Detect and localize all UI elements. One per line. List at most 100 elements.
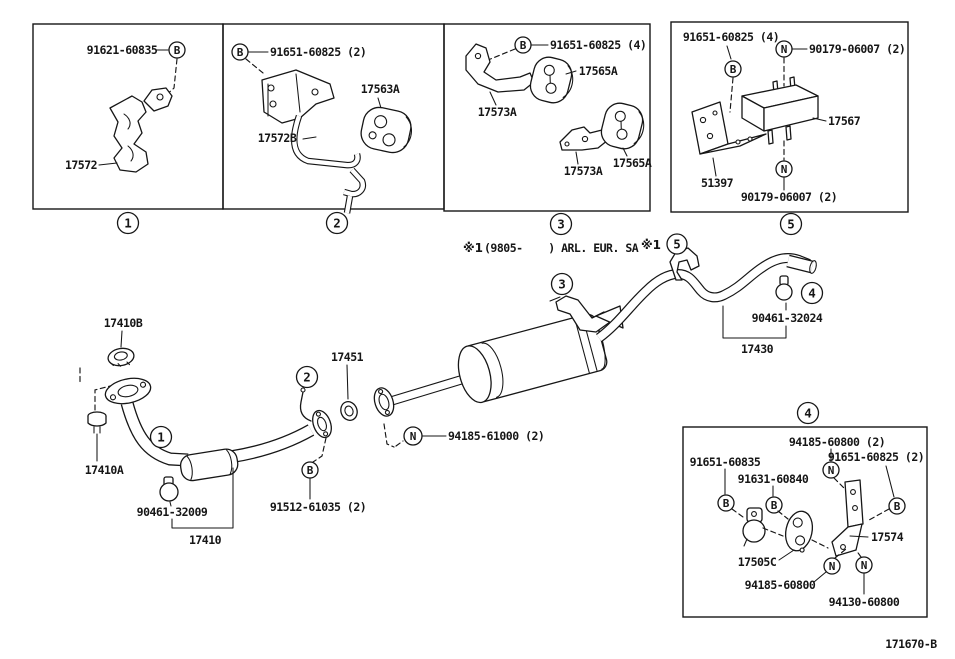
fastener-callout-n-upper: N [775,40,793,58]
front-flange [104,377,152,405]
inset-5-border [670,21,909,213]
svg-text:5: 5 [787,217,795,232]
part-number-17567: 17567 [828,114,861,128]
svg-text:N: N [828,464,835,477]
tailpipe-note-ref: ※1 5 [641,233,688,255]
leader-dash [731,508,744,518]
panel-1-number: 1 [116,211,140,235]
inset-panel-1: 91621-60835 B 17572 1 [32,23,224,235]
svg-text:5: 5 [673,237,681,252]
svg-text:B: B [307,464,314,477]
main-callout-4: 4 [800,281,824,305]
leader-dash [777,510,789,520]
main-assembly: 17410B 17410A 1 90461-32009 17410 2 [79,233,824,547]
part-number-91631-60840: 91631-60840 [738,472,809,486]
part-number-91651-60825-2: 91651-60825 (2) [270,45,366,59]
leader-dash [855,549,862,558]
part-number-94185-60800: 94185-60800 [745,578,816,592]
svg-text:B: B [723,497,730,510]
leader-dash [487,48,516,61]
fastener-callout-n-bottom-left: N [823,557,841,575]
note-text: (9805- ) ARL. EUR. SA [484,241,639,255]
inset-panel-5: 91651-60825 (4) B N 90179-06007 (2) 1756… [670,21,909,236]
main-callout-1: 1 [149,425,173,449]
clamp-piece-drawing [742,507,766,547]
gasket-17451-drawing [340,401,358,421]
bolt-17410a-drawing [87,411,107,434]
leader-dash [383,423,395,448]
part-number-90179-06007-upper: 90179-06007 (2) [809,42,905,56]
clamp-90461-32024-drawing [775,275,793,301]
drawing-code: 171670-B [885,637,937,651]
hanger-17565a-lower-drawing [600,102,645,150]
part-number-91621-60835: 91621-60835 [87,43,158,57]
svg-text:B: B [771,499,778,512]
part-number-17573a-upper: 17573A [478,105,517,119]
bracket-17573a-upper-drawing [465,43,535,93]
fastener-callout-n-top: N [822,461,840,479]
center-pipe-hanger-rod [299,387,312,422]
fastener-callout-b-left: B [717,494,735,512]
svg-text:N: N [781,163,788,176]
part-number-17505c: 17505C [738,555,777,569]
panel-5-number: 5 [779,212,803,236]
hanger-17563a-drawing [360,106,413,154]
svg-text:1: 1 [124,216,132,231]
part-number-94185-60800-2: 94185-60800 (2) [789,435,885,449]
fastener-callout-n: N [403,426,423,446]
part-number-91512-61035: 91512-61035 (2) [270,500,366,514]
tail-pipe-17430-drawing [595,247,817,343]
part-number-91651-60835: 91651-60835 [690,455,761,469]
svg-text:3: 3 [557,217,565,232]
fastener-callout-b: B [231,43,249,61]
part-number-90179-06007-lower: 90179-06007 (2) [741,190,837,204]
part-number-17430: 17430 [741,342,774,356]
gasket-17410b-drawing [107,347,135,367]
svg-text:4: 4 [808,286,816,301]
svg-text:B: B [730,63,737,76]
inset-panel-3: B 91651-60825 (4) 17573A 17565A 17573A [443,23,652,236]
fastener-callout-b: B [301,461,319,479]
bracket-17573a-lower-drawing [559,126,609,151]
part-number-17574: 17574 [871,530,904,544]
bracket-17572-drawing [109,87,173,173]
bracket-17572b-drawing [261,69,366,214]
part-number-51397: 51397 [701,176,734,190]
note-reference-mark: ※1 [463,241,483,255]
leader-dash [811,539,829,549]
svg-text:N: N [861,559,868,572]
panel-3-number: 3 [549,212,573,236]
svg-text:B: B [237,46,244,59]
svg-text:N: N [829,560,836,573]
leader-dash [868,508,890,521]
leader-dash [762,527,784,537]
svg-text:4: 4 [804,406,812,421]
svg-text:1: 1 [157,430,165,445]
svg-text:B: B [520,39,527,52]
part-number-17451: 17451 [331,350,364,364]
fastener-callout-b-mid: B [765,496,783,514]
part-number-17565a-upper: 17565A [579,64,618,78]
bracket-17574-drawing [831,479,864,557]
fastener-callout-n-lower: N [775,160,793,178]
part-number-91651-60825-right: 91651-60825 (2) [828,450,924,464]
leader-dash [729,77,734,113]
part-number-17572b: 17572B [258,131,297,145]
part-number-91651-60825-4: 91651-60825 (4) [550,38,646,52]
leader-dash [833,477,846,490]
part-number-94130-60800: 94130-60800 [829,595,900,609]
svg-text:3: 3 [558,277,566,292]
inset-4-border [682,426,928,618]
leader-dash [395,440,404,447]
svg-text:N: N [781,43,788,56]
part-number-17410: 17410 [189,533,222,547]
panel-4-number: 4 [796,401,820,425]
panel-2-number: 2 [325,211,349,235]
market-note: ※1 (9805- ) ARL. EUR. SA [463,241,639,255]
damper-17505c-drawing [784,510,814,553]
front-pipe-17410-drawing [104,377,315,482]
main-callout-3: 3 [550,272,574,296]
leader-dash [834,548,847,559]
